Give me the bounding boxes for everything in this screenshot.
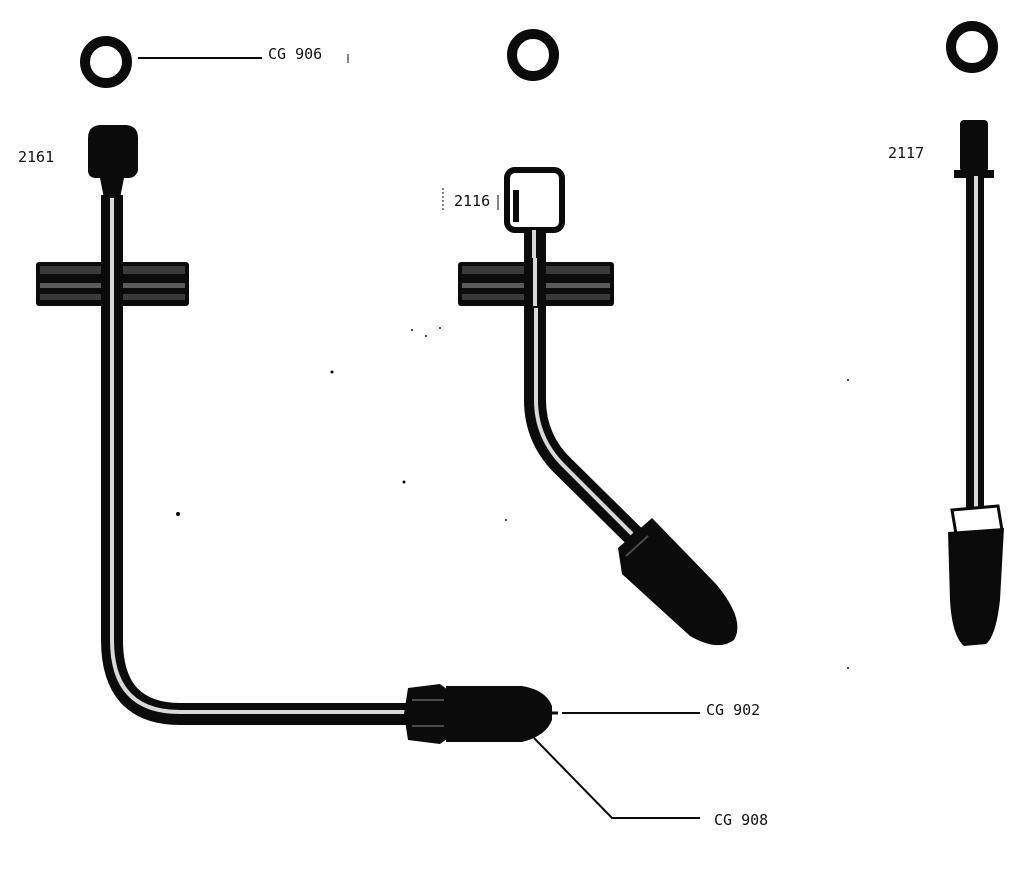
o-ring-left [80, 36, 132, 88]
o-ring-right [946, 21, 998, 73]
leader-line-cg908 [533, 737, 700, 819]
tube-assembly-left [36, 125, 558, 744]
label-cg902: CG 902 [706, 701, 760, 719]
top-nut-left [88, 125, 138, 178]
o-ring-middle [507, 29, 559, 81]
label-2116: 2116 [454, 192, 490, 210]
scan-specks [176, 327, 849, 669]
label-cg906: CG 906 [268, 45, 322, 63]
label-cg908: CG 908 [714, 811, 768, 829]
hex-nut-cg908 [404, 684, 448, 744]
tube-assembly-middle [458, 167, 738, 646]
tube-assembly-right [948, 120, 1004, 646]
top-nut-right [960, 120, 988, 172]
label-2117: 2117 [888, 144, 924, 162]
bent-tube-middle [524, 306, 644, 546]
tip-body-right [948, 528, 1004, 646]
tip-body-middle [618, 518, 738, 646]
label-2161: 2161 [18, 148, 54, 166]
tip-body-cg902 [446, 686, 552, 742]
